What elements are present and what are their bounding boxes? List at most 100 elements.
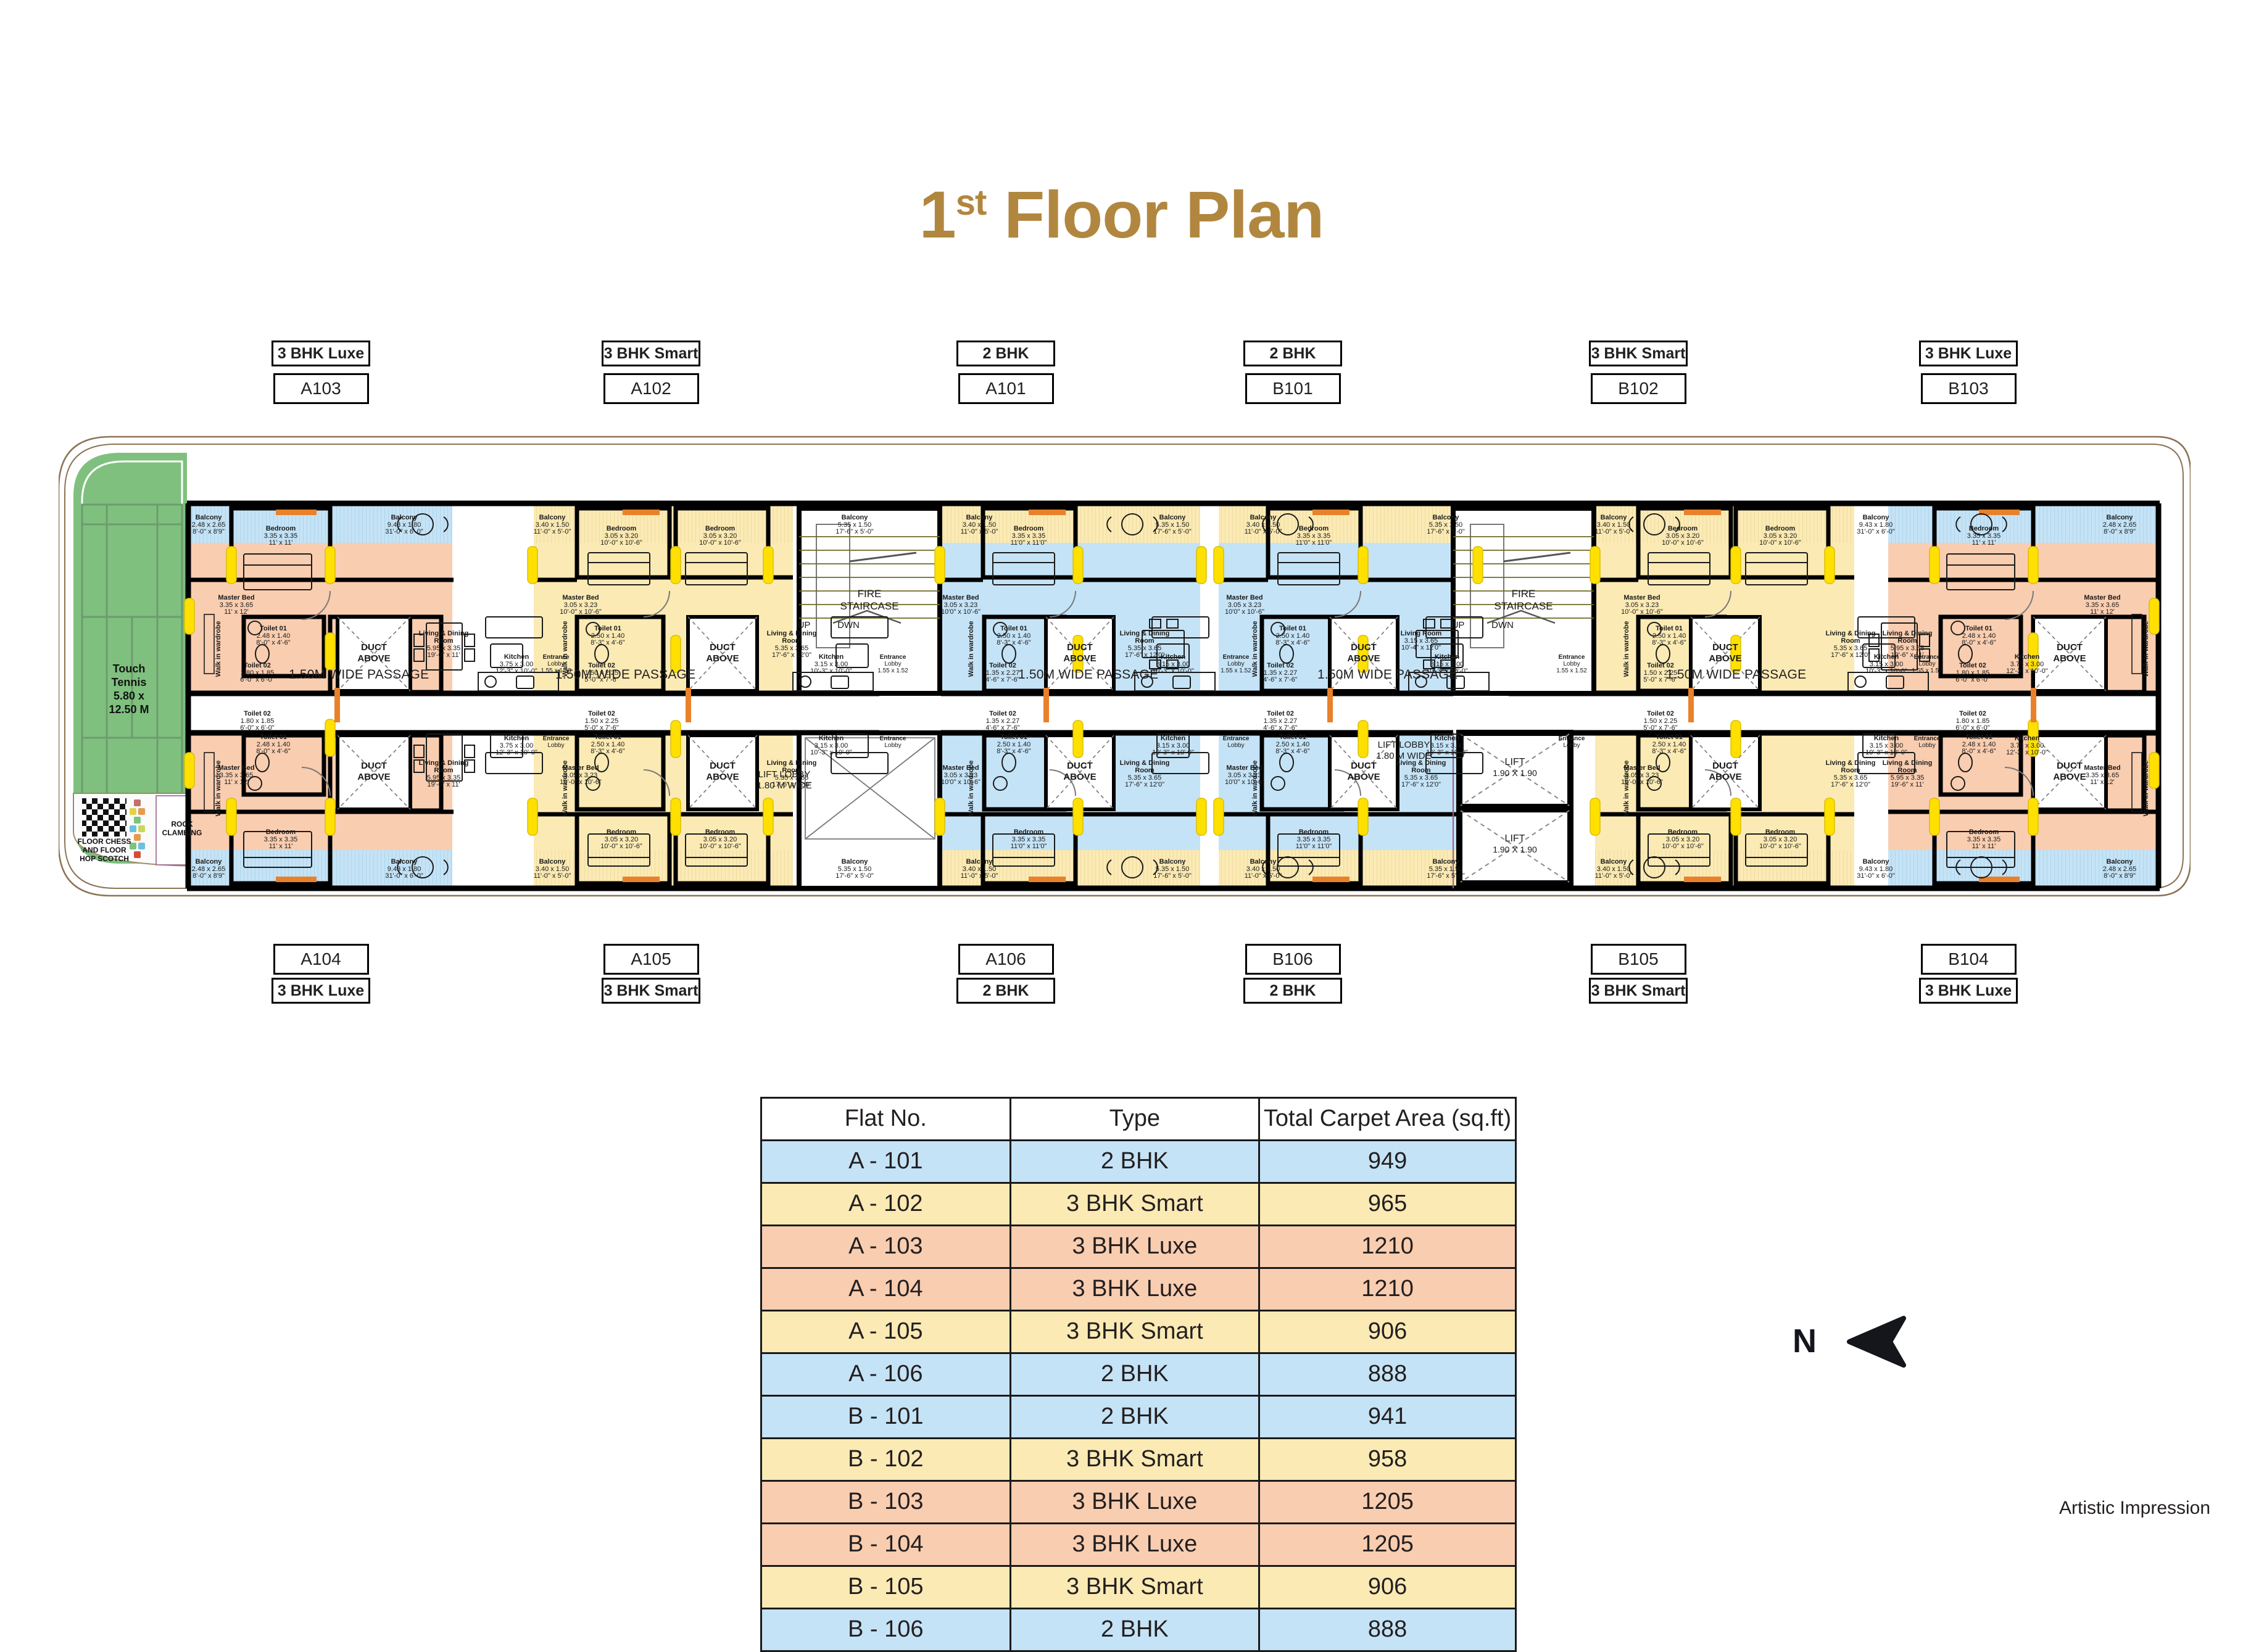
svg-text:5'-0" x 7'-6": 5'-0" x 7'-6" (1643, 676, 1678, 684)
svg-text:10'-0" x 10'-6": 10'-0" x 10'-6" (560, 608, 602, 616)
svg-text:17'-6" x 5'-0": 17'-6" x 5'-0" (835, 872, 874, 880)
fire-staircase-left (797, 506, 942, 696)
svg-text:Master Bed: Master Bed (562, 764, 599, 772)
svg-text:17'-6" x 5'-0": 17'-6" x 5'-0" (1427, 872, 1465, 880)
svg-text:Walk in wardrobe: Walk in wardrobe (562, 761, 569, 817)
svg-text:12'-3" x 10'-0": 12'-3" x 10'-0" (2006, 667, 2048, 675)
svg-text:17'-6" x 12'0": 17'-6" x 12'0" (772, 781, 811, 788)
unit-number-callout-a106: A106 (958, 944, 1054, 975)
svg-text:3.05 x 3.23: 3.05 x 3.23 (1228, 601, 1261, 609)
svg-text:Balcony: Balcony (1601, 858, 1628, 865)
svg-text:Walk in wardrobe: Walk in wardrobe (562, 621, 569, 677)
svg-text:1.80 x 1.85: 1.80 x 1.85 (241, 669, 274, 677)
svg-text:Balcony: Balcony (842, 858, 869, 865)
svg-text:Toilet 01: Toilet 01 (1965, 733, 1992, 741)
svg-text:1.80 x 1.85: 1.80 x 1.85 (1956, 717, 1989, 725)
unit-number-callout-b104: B104 (1920, 944, 2017, 975)
svg-text:FIRE: FIRE (858, 588, 882, 600)
svg-text:Master Bed: Master Bed (1226, 594, 1262, 601)
svg-text:8'-0" x 4'-6": 8'-0" x 4'-6" (256, 748, 291, 755)
svg-text:Room: Room (1897, 767, 1917, 774)
svg-text:Entrance: Entrance (880, 654, 906, 661)
table-header-row: Flat No. Type Total Carpet Area (sq.ft) (760, 1097, 1517, 1141)
svg-text:3.35 x 3.35: 3.35 x 3.35 (1967, 836, 2000, 843)
svg-text:2.48 x 1.40: 2.48 x 1.40 (257, 632, 290, 640)
svg-text:Kitchen: Kitchen (1874, 653, 1899, 661)
svg-text:19'-6" x 11': 19'-6" x 11' (1891, 651, 1923, 659)
svg-text:Master Bed: Master Bed (562, 594, 599, 601)
svg-text:Kitchen: Kitchen (1435, 653, 1460, 661)
svg-text:12.50 M: 12.50 M (109, 703, 149, 716)
svg-text:11'-0" x 5'-0": 11'-0" x 5'-0" (534, 872, 571, 880)
svg-text:2.50 x 1.40: 2.50 x 1.40 (1276, 632, 1309, 640)
svg-text:17'-6" x 12'0": 17'-6" x 12'0" (772, 651, 811, 659)
svg-text:Toilet 02: Toilet 02 (1647, 662, 1674, 669)
svg-text:17'-6" x 5'-0": 17'-6" x 5'-0" (835, 528, 874, 535)
svg-text:2.50 x 1.40: 2.50 x 1.40 (997, 632, 1030, 640)
svg-text:11' x 12': 11' x 12' (224, 779, 248, 786)
svg-text:6'-0" x 6'-0": 6'-0" x 6'-0" (240, 676, 275, 684)
svg-text:Living & Dining: Living & Dining (1826, 759, 1876, 767)
svg-text:Bedroom: Bedroom (607, 525, 637, 532)
svg-text:ABOVE: ABOVE (357, 653, 390, 664)
svg-text:1.55 x 1.52: 1.55 x 1.52 (877, 667, 908, 674)
svg-text:10'-0" x 10'-6": 10'-0" x 10'-6" (699, 843, 741, 850)
svg-text:11' x 12': 11' x 12' (2090, 779, 2114, 786)
svg-text:3.35 x 3.65: 3.35 x 3.65 (220, 601, 253, 609)
svg-text:Bedroom: Bedroom (1014, 828, 1044, 836)
svg-text:8'-0" x 8'9": 8'-0" x 8'9" (2104, 872, 2136, 880)
cell-flat-type: 3 BHK Smart (1009, 1437, 1261, 1482)
svg-text:5.95 x 3.35: 5.95 x 3.35 (1891, 645, 1924, 652)
svg-text:Balcony: Balcony (1159, 858, 1187, 865)
svg-text:Living & Dining: Living & Dining (1120, 759, 1170, 767)
svg-text:11' x 11': 11' x 11' (269, 843, 293, 850)
svg-text:Lobby: Lobby (1563, 661, 1580, 667)
svg-text:31'-0" x 6'-0": 31'-0" x 6'-0" (1857, 872, 1895, 880)
svg-text:1.90 X 1.90: 1.90 X 1.90 (1493, 768, 1537, 778)
svg-text:6'-0" x 6'-0": 6'-0" x 6'-0" (240, 724, 275, 732)
cell-flat-type: 2 BHK (1009, 1395, 1261, 1439)
svg-text:DWN: DWN (1491, 620, 1514, 630)
svg-text:Room: Room (1897, 637, 1917, 645)
svg-text:3.15 x 3.00: 3.15 x 3.00 (1156, 742, 1190, 750)
unit-type-callout-a106: 2 BHK (956, 978, 1055, 1004)
svg-text:DUCT: DUCT (1067, 761, 1093, 771)
svg-text:Walk in wardrobe: Walk in wardrobe (1623, 621, 1630, 677)
svg-text:3.15 x 3.00: 3.15 x 3.00 (1430, 661, 1464, 668)
unit-number-callout-a102: A102 (603, 373, 699, 404)
north-label: N (1793, 1323, 1817, 1360)
svg-text:3.15 x 3.00: 3.15 x 3.00 (815, 661, 848, 668)
svg-text:5'-0" x 7'-6": 5'-0" x 7'-6" (1643, 724, 1678, 732)
svg-text:Walk in wardrobe: Walk in wardrobe (1251, 621, 1259, 677)
svg-text:DUCT: DUCT (1067, 642, 1093, 653)
svg-text:10'-3" x 10'-0": 10'-3" x 10'-0" (1426, 667, 1468, 675)
svg-text:4'-6" x 7'-6": 4'-6" x 7'-6" (985, 676, 1020, 684)
svg-text:3.05 x 3.20: 3.05 x 3.20 (703, 532, 737, 540)
unit-number-callout-a105: A105 (603, 944, 699, 975)
unit-type-callout-b103: 3 BHK Luxe (1919, 341, 2018, 366)
svg-text:Toilet 02: Toilet 02 (588, 710, 615, 717)
cell-carpet-area: 941 (1258, 1395, 1517, 1439)
col-header-type: Type (1009, 1097, 1261, 1141)
svg-text:Master Bed: Master Bed (942, 594, 979, 601)
svg-text:Lobby: Lobby (1227, 661, 1244, 667)
svg-text:3.35 x 3.65: 3.35 x 3.65 (220, 772, 253, 779)
svg-text:3.40 x 1.50: 3.40 x 1.50 (536, 865, 569, 873)
svg-text:STAIRCASE: STAIRCASE (1494, 600, 1553, 612)
svg-text:5'-0" x 7'-6": 5'-0" x 7'-6" (584, 724, 619, 732)
svg-text:Balcony: Balcony (1601, 514, 1628, 521)
cell-carpet-area: 1205 (1258, 1480, 1517, 1524)
svg-text:DUCT: DUCT (1351, 761, 1377, 771)
svg-text:3.40 x 1.50: 3.40 x 1.50 (1597, 521, 1630, 529)
svg-text:Balcony: Balcony (391, 514, 418, 521)
svg-text:Balcony: Balcony (1433, 514, 1460, 521)
cell-carpet-area: 1210 (1258, 1267, 1517, 1311)
svg-text:2.50 x 1.40: 2.50 x 1.40 (591, 741, 624, 748)
svg-text:Balcony: Balcony (539, 858, 566, 865)
svg-text:Balcony: Balcony (1250, 514, 1277, 521)
svg-text:Toilet 01: Toilet 01 (1965, 625, 1992, 632)
svg-text:3.05 x 3.20: 3.05 x 3.20 (703, 836, 737, 843)
